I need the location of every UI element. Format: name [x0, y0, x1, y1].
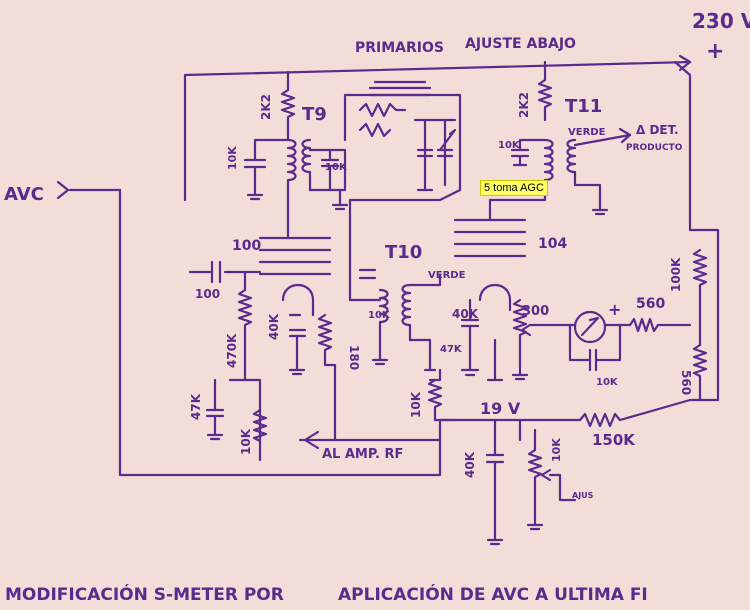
label-r-2k2-b: 2K2: [517, 92, 531, 118]
label-r-150k: 150K: [592, 431, 636, 449]
label-r-100k: 100K: [669, 257, 683, 292]
label-r-560-b: 560: [679, 370, 693, 395]
v19-node: [453, 398, 692, 546]
label-t10: T10: [385, 242, 422, 263]
tube-2: [427, 198, 532, 422]
label-tube2: 104: [538, 236, 567, 252]
label-cap-in: 100: [195, 287, 220, 301]
label-r-470k: 470K: [225, 333, 239, 368]
tube-1: [68, 188, 457, 477]
t11-stage: [488, 60, 632, 216]
label-r-560-a: 560: [636, 296, 665, 312]
label-meter-plus: +: [608, 300, 621, 319]
caption-line-1: MODIFICACIÓN S-METER POR: [5, 583, 284, 605]
label-adjust-down: AJUSTE ABAJO: [465, 36, 576, 52]
avc-input: [56, 180, 70, 200]
label-verde-t10: VERDE: [428, 270, 466, 281]
label-to-det: Δ DET.: [636, 123, 679, 137]
caption-line-2: APLICACIÓN DE AVC A ULTIMA FI: [338, 583, 648, 605]
label-c-10k-meter: 10K: [596, 377, 619, 388]
label-t11: T11: [565, 96, 602, 117]
supply-rail: [183, 54, 692, 232]
label-supply-plus: +: [706, 39, 724, 64]
label-r-180: 180: [347, 345, 361, 370]
label-pot-300: 300: [522, 304, 549, 319]
label-r-2k2-a: 2K2: [259, 94, 273, 120]
label-v19: 19 V: [480, 399, 521, 418]
label-c-10k-d: 10K: [368, 310, 391, 321]
t9-stage: [183, 70, 349, 222]
label-c-40k-b: 40K: [452, 307, 479, 321]
label-primaries: PRIMARIOS: [355, 40, 444, 56]
label-r-40k-a: 40K: [267, 313, 281, 340]
t10-stage: [348, 268, 442, 372]
label-tube1: 100: [232, 238, 261, 254]
label-r-10k-mid: 10K: [409, 391, 423, 418]
label-ajus: AJUS: [572, 491, 594, 500]
label-c-10k-c: 10K: [498, 140, 521, 151]
label-c-40k-c: 40K: [463, 451, 477, 478]
label-r-10k-low: 10K: [239, 428, 253, 455]
label-verde-t11: VERDE: [568, 127, 606, 138]
label-supply-voltage: 230 V: [692, 9, 750, 33]
label-product: PRODUCTO: [626, 143, 683, 153]
label-c-10k-a: 10K: [226, 146, 239, 170]
label-avc-input: AVC: [4, 184, 44, 205]
label-to-rf: AL AMP. RF: [322, 447, 403, 462]
meter-circuit: [528, 228, 720, 402]
label-pot-10k: 10K: [550, 438, 563, 462]
label-r-47k: 47K: [189, 393, 203, 420]
label-t9: T9: [302, 104, 327, 125]
label-c-10k-b: 10K: [325, 162, 348, 173]
if-can: [343, 80, 462, 302]
agc-note: 5 toma AGC: [480, 180, 548, 196]
label-c-47k: 47K: [440, 344, 463, 355]
